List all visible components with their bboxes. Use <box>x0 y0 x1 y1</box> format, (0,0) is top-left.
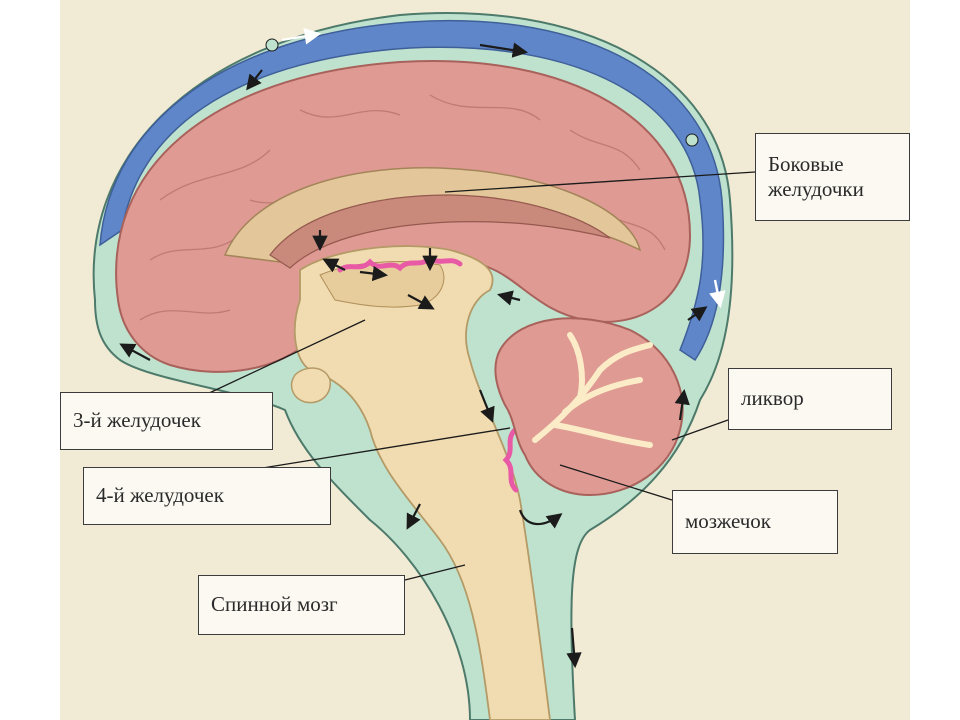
csf-flow-arrows <box>119 42 708 669</box>
label-third-ventricle: 3-й желудочек <box>60 392 273 450</box>
label-cerebellum: мозжечок <box>672 490 838 554</box>
leader-lines <box>204 171 756 581</box>
brainstem <box>293 245 551 720</box>
sinus-flow-arrows <box>281 27 726 309</box>
label-csf-text: ликвор <box>741 386 804 411</box>
label-cerebellum-text: мозжечок <box>685 509 771 534</box>
label-third-ventricle-text: 3-й желудочек <box>73 408 201 433</box>
label-fourth-ventricle-text: 4-й желудочек <box>96 483 224 508</box>
arachnoid-granulation <box>685 133 699 147</box>
label-csf: ликвор <box>728 368 892 430</box>
lateral-ventricle <box>269 194 611 269</box>
arbor-vitae <box>532 332 653 448</box>
label-lateral-ventricles: Боковые желудочки <box>755 133 910 221</box>
fourth-ventricle-plexus <box>502 427 519 493</box>
label-lateral-ventricles-text: Боковые желудочки <box>768 151 864 201</box>
venous-sinus <box>99 19 725 362</box>
label-fourth-ventricle: 4-й желудочек <box>83 467 331 525</box>
label-spinal-cord-text: Спинной мозг <box>211 592 338 617</box>
gyri-lines <box>139 94 666 321</box>
cerebellum <box>494 317 684 497</box>
arachnoid-granulation <box>265 38 279 52</box>
pituitary <box>290 367 331 404</box>
choroid-plexus <box>337 254 463 273</box>
label-spinal-cord: Спинной мозг <box>198 575 405 635</box>
